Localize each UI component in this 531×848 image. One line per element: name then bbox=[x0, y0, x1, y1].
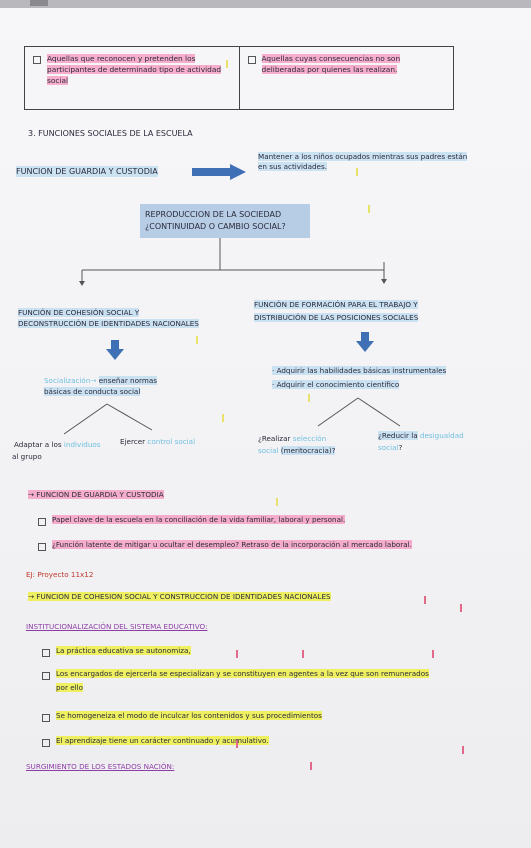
formacion-bullet-2: · Adquirir el conocimiento científico bbox=[272, 380, 400, 389]
highlighter-mark bbox=[236, 650, 238, 658]
socializacion-text: Socialización→ enseñar normas bbox=[44, 376, 157, 385]
highlighter-mark bbox=[356, 168, 358, 176]
checkbox-icon bbox=[38, 518, 46, 526]
guardia-item-2: ¿Función latente de mitigar u ocultar el… bbox=[52, 540, 412, 549]
example-text: EJ: Proyecto 11x12 bbox=[26, 570, 94, 579]
reproduccion-question: ¿CONTINUIDAD O CAMBIO SOCIAL? bbox=[145, 222, 286, 231]
inst-item-1: La práctica educativa se autonomiza, bbox=[56, 646, 191, 655]
highlighter-mark bbox=[460, 604, 462, 612]
inst-item-4: El aprendizaje tiene un carácter continu… bbox=[56, 736, 269, 745]
cohesion-subtitle: DECONSTRUCCIÓN DE IDENTIDADES NACIONALES bbox=[18, 319, 199, 328]
guardia-desc: Mantener a los niños ocupados mientras s… bbox=[258, 152, 468, 171]
guardia-heading: → FUNCION DE GUARDIA Y CUSTODIA bbox=[28, 490, 164, 499]
guardia-label: FUNCION DE GUARDIA Y CUSTODIA bbox=[16, 166, 158, 177]
estados-heading: SURGIMIENTO DE LOS ESTADOS NACIÓN: bbox=[26, 762, 175, 771]
checkbox-icon bbox=[247, 56, 256, 64]
highlighter-mark bbox=[302, 650, 304, 658]
highlighter-mark bbox=[462, 746, 464, 754]
highlighter-mark bbox=[236, 740, 238, 748]
reproduccion-box bbox=[140, 204, 310, 238]
section-heading: 3. FUNCIONES SOCIALES DE LA ESCUELA bbox=[28, 129, 193, 138]
ejercer-text: Ejercer control social bbox=[120, 437, 196, 446]
checkbox-icon bbox=[38, 543, 46, 551]
inst-item-3: Se homogeneiza el modo de inculcar los c… bbox=[56, 711, 322, 720]
cohesion-heading: → FUNCION DE COHESION SOCIAL Y CONSTRUCC… bbox=[28, 592, 331, 601]
highlighter-mark bbox=[276, 498, 278, 506]
adaptar-text: Adaptar a los individuos bbox=[14, 440, 101, 449]
checkbox-icon bbox=[42, 672, 50, 680]
cohesion-title: FUNCIÓN DE COHESIÓN SOCIAL Y bbox=[18, 308, 140, 317]
table-cell-right: Aquellas cuyas consecuencias no son deli… bbox=[238, 47, 454, 109]
table-cell-left: Aquellas que reconocen y pretenden los p… bbox=[25, 47, 239, 109]
highlighter-mark bbox=[424, 596, 426, 604]
highlighter-mark bbox=[310, 762, 312, 770]
reducir-text: ¿Reducir la desigualdad bbox=[378, 431, 464, 440]
checkbox-icon bbox=[42, 714, 50, 722]
formacion-subtitle: DISTRIBUCIÓN DE LAS POSICIONES SOCIALES bbox=[254, 313, 419, 322]
highlighter-mark bbox=[368, 205, 370, 213]
reproduccion-title: REPRODUCCION DE LA SOCIEDAD bbox=[145, 210, 282, 219]
socializacion-text-2: básicas de conducta social bbox=[44, 387, 141, 396]
highlighter-mark bbox=[308, 394, 310, 402]
highlighter-mark bbox=[432, 650, 434, 658]
highlighter-mark bbox=[222, 414, 224, 422]
inst-item-2: Los encargados de ejercerla se especiali… bbox=[56, 669, 429, 678]
functions-table: Aquellas que reconocen y pretenden los p… bbox=[24, 46, 454, 110]
guardia-item-1: Papel clave de la escuela en la concilia… bbox=[52, 515, 346, 524]
arrow-down-icon bbox=[106, 340, 124, 360]
arrow-right-icon bbox=[192, 164, 246, 180]
realizar-text-2: social (meritocracia)? bbox=[258, 446, 336, 455]
reducir-text-2: social? bbox=[378, 443, 403, 452]
institucionalizacion-heading: INSTITUCIONALIZACIÓN DEL SISTEMA EDUCATI… bbox=[26, 622, 208, 631]
arrow-down-icon bbox=[356, 332, 374, 352]
highlighter-mark bbox=[226, 60, 228, 68]
formacion-bullet-1: · Adquirir las habilidades básicas instr… bbox=[272, 366, 447, 375]
highlighter-mark bbox=[196, 336, 198, 344]
formacion-title: FUNCIÓN DE FORMACIÓN PARA EL TRABAJO Y bbox=[254, 300, 418, 309]
page-top-edge bbox=[0, 0, 531, 8]
checkbox-icon bbox=[42, 739, 50, 747]
realizar-text: ¿Realizar selección bbox=[258, 434, 327, 443]
checkbox-icon bbox=[42, 649, 50, 657]
binder-clip bbox=[30, 0, 48, 6]
adaptar-text-2: al grupo bbox=[12, 452, 42, 461]
checkbox-icon bbox=[33, 56, 41, 64]
inst-item-2-cont: por ello bbox=[56, 683, 84, 692]
